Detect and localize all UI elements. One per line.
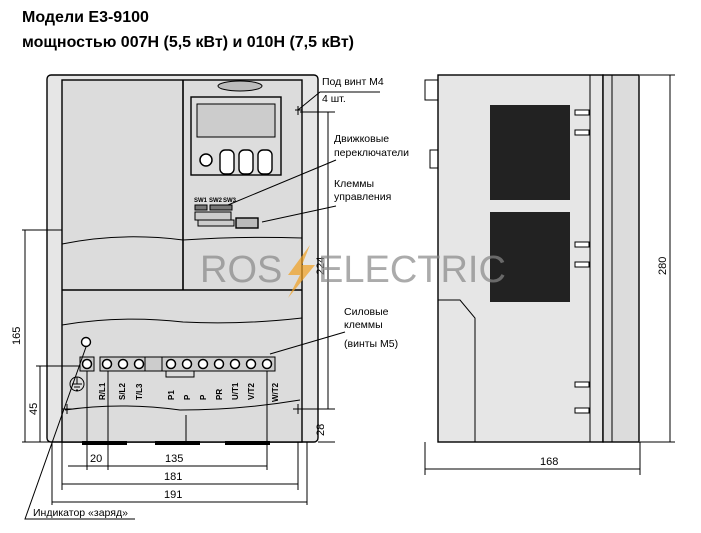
dim-280: 280 — [657, 257, 669, 275]
callout-charge-indicator: Индикатор «заряд» — [33, 507, 128, 519]
watermark-logo: ROS ELECTRIC — [200, 245, 506, 298]
dim-45: 45 — [28, 403, 40, 415]
power-terminal-strip: R/L1 S/L2 T/L3 P1 P P PR U/T1 V/T2 W/T2 — [79, 356, 280, 402]
dim-165: 165 — [11, 327, 23, 345]
terminal-label: P — [199, 394, 208, 400]
switch-label-sw1: SW1 — [194, 198, 208, 204]
terminal-label: R/L1 — [98, 382, 107, 400]
terminal-label: T/L3 — [135, 383, 144, 400]
title-line-1: Модели E3-9100 — [22, 9, 149, 26]
callout-switches-2: переключатели — [334, 147, 409, 159]
dim-135: 135 — [165, 453, 183, 465]
callout-control-2: управления — [334, 191, 391, 203]
callout-switches-1: Движковые — [334, 133, 389, 145]
dim-181: 181 — [164, 471, 182, 483]
callout-screw: Под винт М4 — [322, 76, 384, 88]
dim-224: 224 — [315, 257, 327, 275]
callouts: Под винт М4 4 шт. Движковые переключател… — [24, 76, 409, 520]
front-dimensions: 165 45 20 135 181 191 224 28 — [11, 111, 335, 505]
callout-screw-count: 4 шт. — [322, 93, 346, 105]
terminal-label: PR — [215, 389, 224, 400]
terminal-label: P1 — [167, 390, 176, 400]
switch-label-sw3: SW3 — [223, 198, 237, 204]
dim-20: 20 — [90, 453, 102, 465]
callout-power-2: клеммы — [344, 319, 383, 331]
front-view: SW1 SW2 SW3 — [46, 74, 319, 445]
switch-label-sw2: SW2 — [209, 198, 223, 204]
callout-power-3: (винты М5) — [344, 338, 398, 350]
side-view: 168 280 — [424, 74, 675, 475]
watermark-right: ELECTRIC — [318, 249, 506, 291]
watermark-left: ROS — [200, 249, 282, 291]
terminal-label: W/T2 — [271, 382, 280, 402]
dim-168: 168 — [540, 456, 558, 468]
lightning-bolt-icon — [288, 245, 315, 298]
terminal-label: S/L2 — [118, 383, 127, 400]
terminal-label: V/T2 — [247, 383, 256, 400]
dim-191: 191 — [164, 489, 182, 501]
title-line-2: мощностью 007H (5,5 кВт) и 010H (7,5 кВт… — [22, 34, 354, 51]
terminal-label: P — [183, 394, 192, 400]
terminal-label: U/T1 — [231, 382, 240, 400]
dim-28: 28 — [315, 424, 327, 436]
callout-control-1: Клеммы — [334, 178, 374, 190]
callout-power-1: Силовые — [344, 306, 389, 318]
